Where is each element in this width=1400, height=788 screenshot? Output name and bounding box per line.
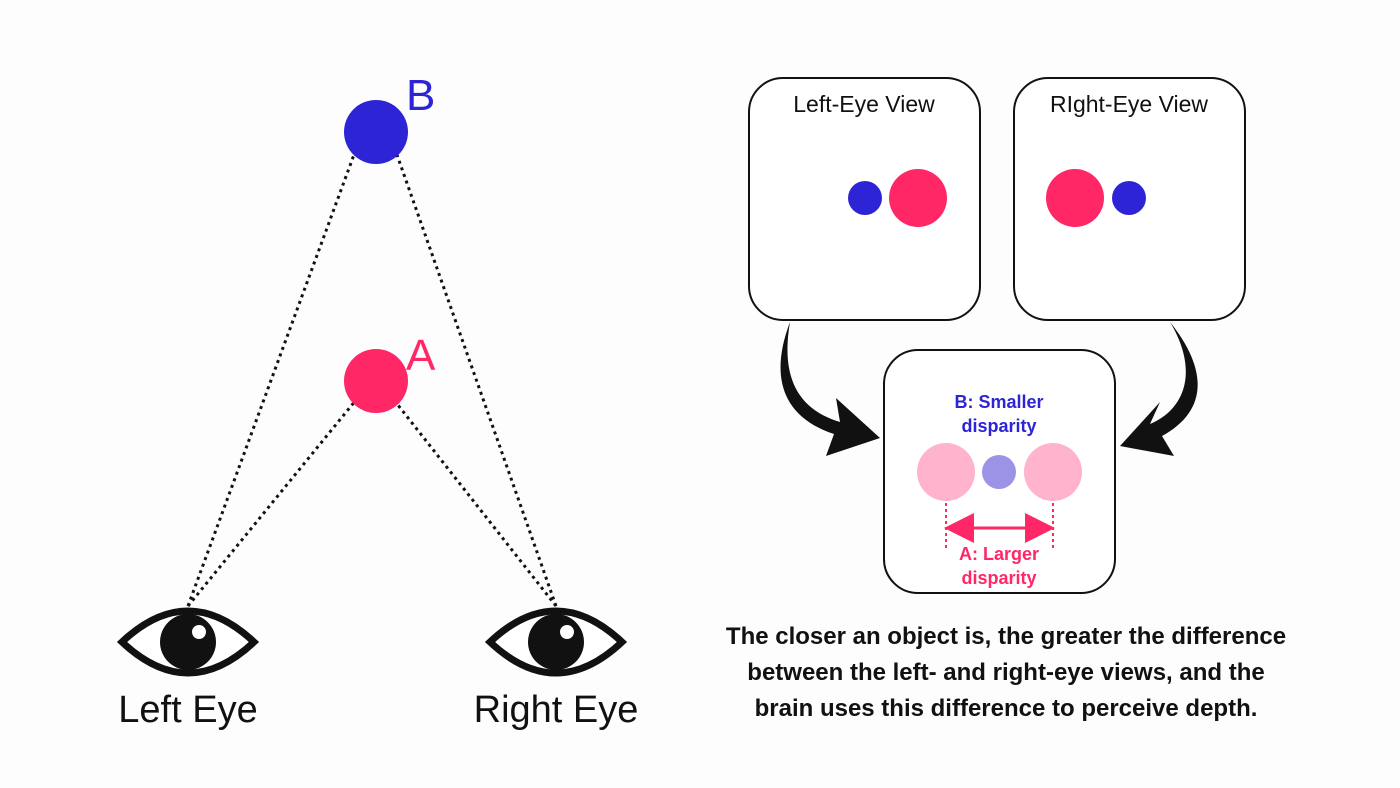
sight-line-left-to-a bbox=[186, 399, 358, 607]
object-a bbox=[344, 349, 408, 413]
caption-line1: The closer an object is, the greater the… bbox=[726, 623, 1286, 650]
sight-line-right-to-b bbox=[394, 151, 558, 607]
left-view-object-b bbox=[848, 181, 882, 215]
object-a-label: A bbox=[406, 331, 436, 380]
left-view-object-a bbox=[889, 169, 947, 227]
combined-object-b bbox=[982, 455, 1016, 489]
a-disparity-line2: disparity bbox=[961, 568, 1036, 588]
right-eye-label: Right Eye bbox=[474, 689, 639, 731]
sight-line-right-to-a bbox=[392, 399, 558, 607]
a-disparity-line1: A: Larger bbox=[959, 544, 1039, 564]
object-b-label: B bbox=[406, 71, 435, 120]
left-eye-label: Left Eye bbox=[118, 689, 257, 731]
sight-lines bbox=[186, 151, 558, 607]
right-eye-icon bbox=[484, 607, 628, 677]
sight-line-left-to-b bbox=[186, 151, 357, 607]
b-disparity-line2: disparity bbox=[961, 416, 1036, 436]
combined-object-a-right bbox=[1024, 443, 1082, 501]
caption-line2: between the left- and right-eye views, a… bbox=[747, 659, 1264, 686]
left-eye-icon bbox=[116, 607, 260, 677]
object-b bbox=[344, 100, 408, 164]
right-merge-arrow bbox=[1120, 322, 1198, 456]
right-view-object-b bbox=[1112, 181, 1146, 215]
caption-line3: brain uses this difference to perceive d… bbox=[755, 695, 1258, 722]
left-merge-arrow bbox=[780, 322, 880, 456]
right-view-object-a bbox=[1046, 169, 1104, 227]
b-disparity-line1: B: Smaller bbox=[954, 392, 1043, 412]
right-eye-view-title: RIght-Eye View bbox=[1050, 91, 1208, 117]
combined-object-a-left bbox=[917, 443, 975, 501]
left-eye-view-title: Left-Eye View bbox=[793, 91, 935, 117]
